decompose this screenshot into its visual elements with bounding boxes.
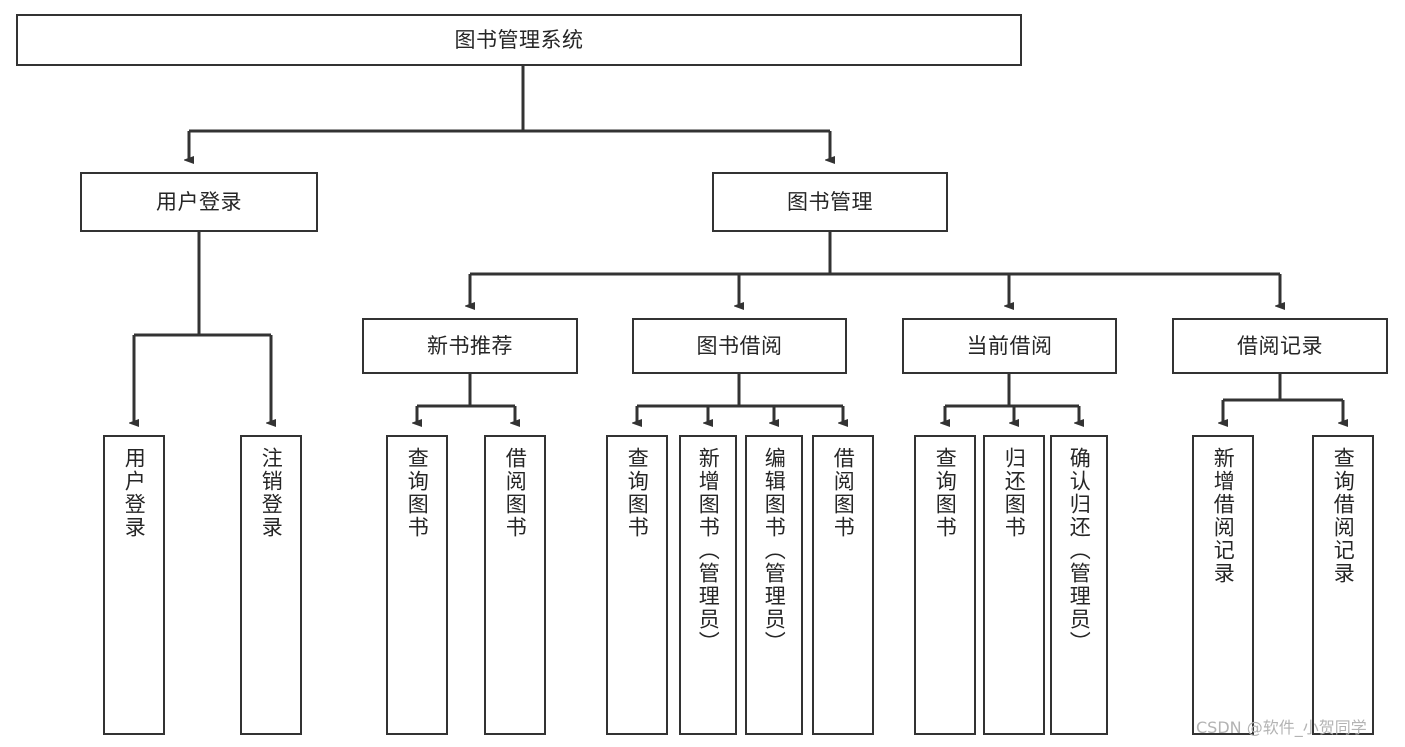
node-leaf-query-borrow-record[interactable]: 查询借阅记录 <box>1312 435 1374 735</box>
node-leaf-add-borrow-record[interactable]: 新增借阅记录 <box>1192 435 1254 735</box>
node-leaf-borrow-book-2-label: 借阅图书 <box>831 447 856 539</box>
node-leaf-user-logout[interactable]: 注销登录 <box>240 435 302 735</box>
node-leaf-query-book-2[interactable]: 查询图书 <box>606 435 668 735</box>
node-leaf-return-book-label: 归还图书 <box>1002 447 1027 539</box>
node-leaf-add-book-label: 新增图书（管理员） <box>696 447 721 654</box>
node-book-management[interactable]: 图书管理 <box>712 172 948 232</box>
node-leaf-return-book[interactable]: 归还图书 <box>983 435 1045 735</box>
node-book-management-label: 图书管理 <box>787 189 873 214</box>
node-leaf-borrow-book-1-label: 借阅图书 <box>503 447 528 539</box>
node-root[interactable]: 图书管理系统 <box>16 14 1022 66</box>
node-borrow-record-label: 借阅记录 <box>1237 333 1323 358</box>
node-current-borrow[interactable]: 当前借阅 <box>902 318 1117 374</box>
node-leaf-query-borrow-record-label: 查询借阅记录 <box>1331 447 1356 585</box>
node-leaf-query-book-3-label: 查询图书 <box>933 447 958 539</box>
node-leaf-user-login-label: 用户登录 <box>122 447 147 539</box>
node-user-login-label: 用户登录 <box>156 189 242 214</box>
node-new-book-recommendation[interactable]: 新书推荐 <box>362 318 578 374</box>
node-leaf-query-book-2-label: 查询图书 <box>625 447 650 539</box>
node-new-book-recommendation-label: 新书推荐 <box>427 333 513 358</box>
node-leaf-edit-book[interactable]: 编辑图书（管理员） <box>745 435 803 735</box>
node-leaf-user-logout-label: 注销登录 <box>259 447 284 539</box>
node-leaf-add-book[interactable]: 新增图书（管理员） <box>679 435 737 735</box>
node-leaf-borrow-book-2[interactable]: 借阅图书 <box>812 435 874 735</box>
node-leaf-edit-book-label: 编辑图书（管理员） <box>762 447 787 654</box>
node-book-borrow-label: 图书借阅 <box>696 333 783 358</box>
node-borrow-record[interactable]: 借阅记录 <box>1172 318 1388 374</box>
node-leaf-confirm-return[interactable]: 确认归还（管理员） <box>1050 435 1108 735</box>
node-leaf-user-login[interactable]: 用户登录 <box>103 435 165 735</box>
node-leaf-add-borrow-record-label: 新增借阅记录 <box>1211 447 1236 585</box>
csdn-watermark: CSDN @软件_小贺同学 <box>1196 718 1367 737</box>
node-user-login[interactable]: 用户登录 <box>80 172 318 232</box>
node-leaf-borrow-book-1[interactable]: 借阅图书 <box>484 435 546 735</box>
node-root-label: 图书管理系统 <box>454 27 584 52</box>
node-current-borrow-label: 当前借阅 <box>966 333 1053 358</box>
node-book-borrow[interactable]: 图书借阅 <box>632 318 847 374</box>
node-leaf-query-book-3[interactable]: 查询图书 <box>914 435 976 735</box>
node-leaf-confirm-return-label: 确认归还（管理员） <box>1067 447 1092 654</box>
node-leaf-query-book-1-label: 查询图书 <box>405 447 430 539</box>
node-leaf-query-book-1[interactable]: 查询图书 <box>386 435 448 735</box>
